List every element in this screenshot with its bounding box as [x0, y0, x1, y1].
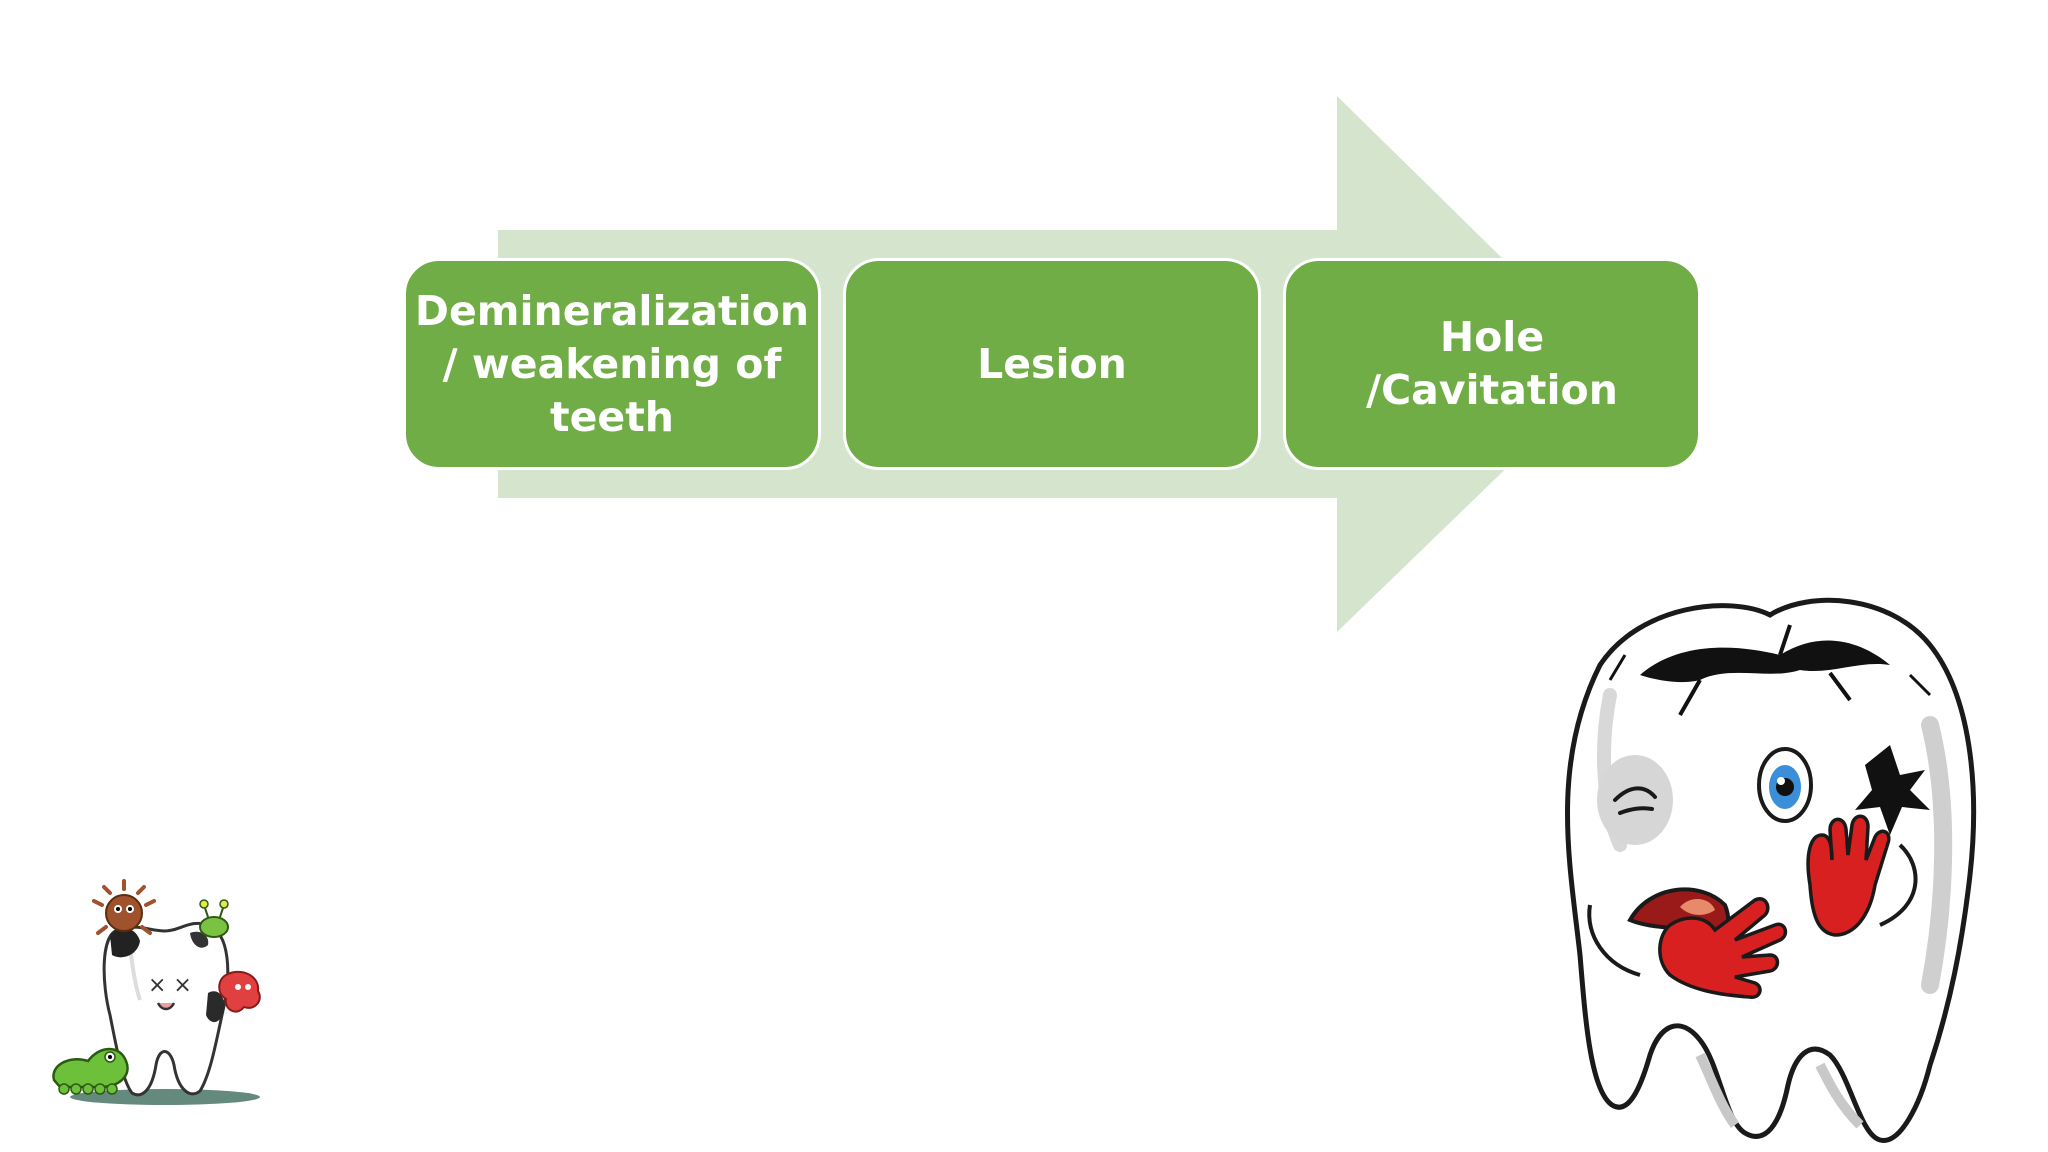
- tooth-with-germs-icon: × ×: [52, 879, 261, 1105]
- step-demineralization: Demineralization / weakening of teeth: [403, 258, 821, 470]
- step-label: Demineralization / weakening of teeth: [414, 286, 810, 441]
- step-label: Lesion: [977, 339, 1127, 388]
- decayed-tooth-character-icon: [1565, 597, 1977, 1143]
- step-label: Hole /Cavitation: [1366, 313, 1618, 414]
- step-cavitation: Hole /Cavitation: [1283, 258, 1701, 470]
- step-lesion: Lesion: [843, 258, 1261, 470]
- svg-text:× ×: × ×: [148, 973, 192, 998]
